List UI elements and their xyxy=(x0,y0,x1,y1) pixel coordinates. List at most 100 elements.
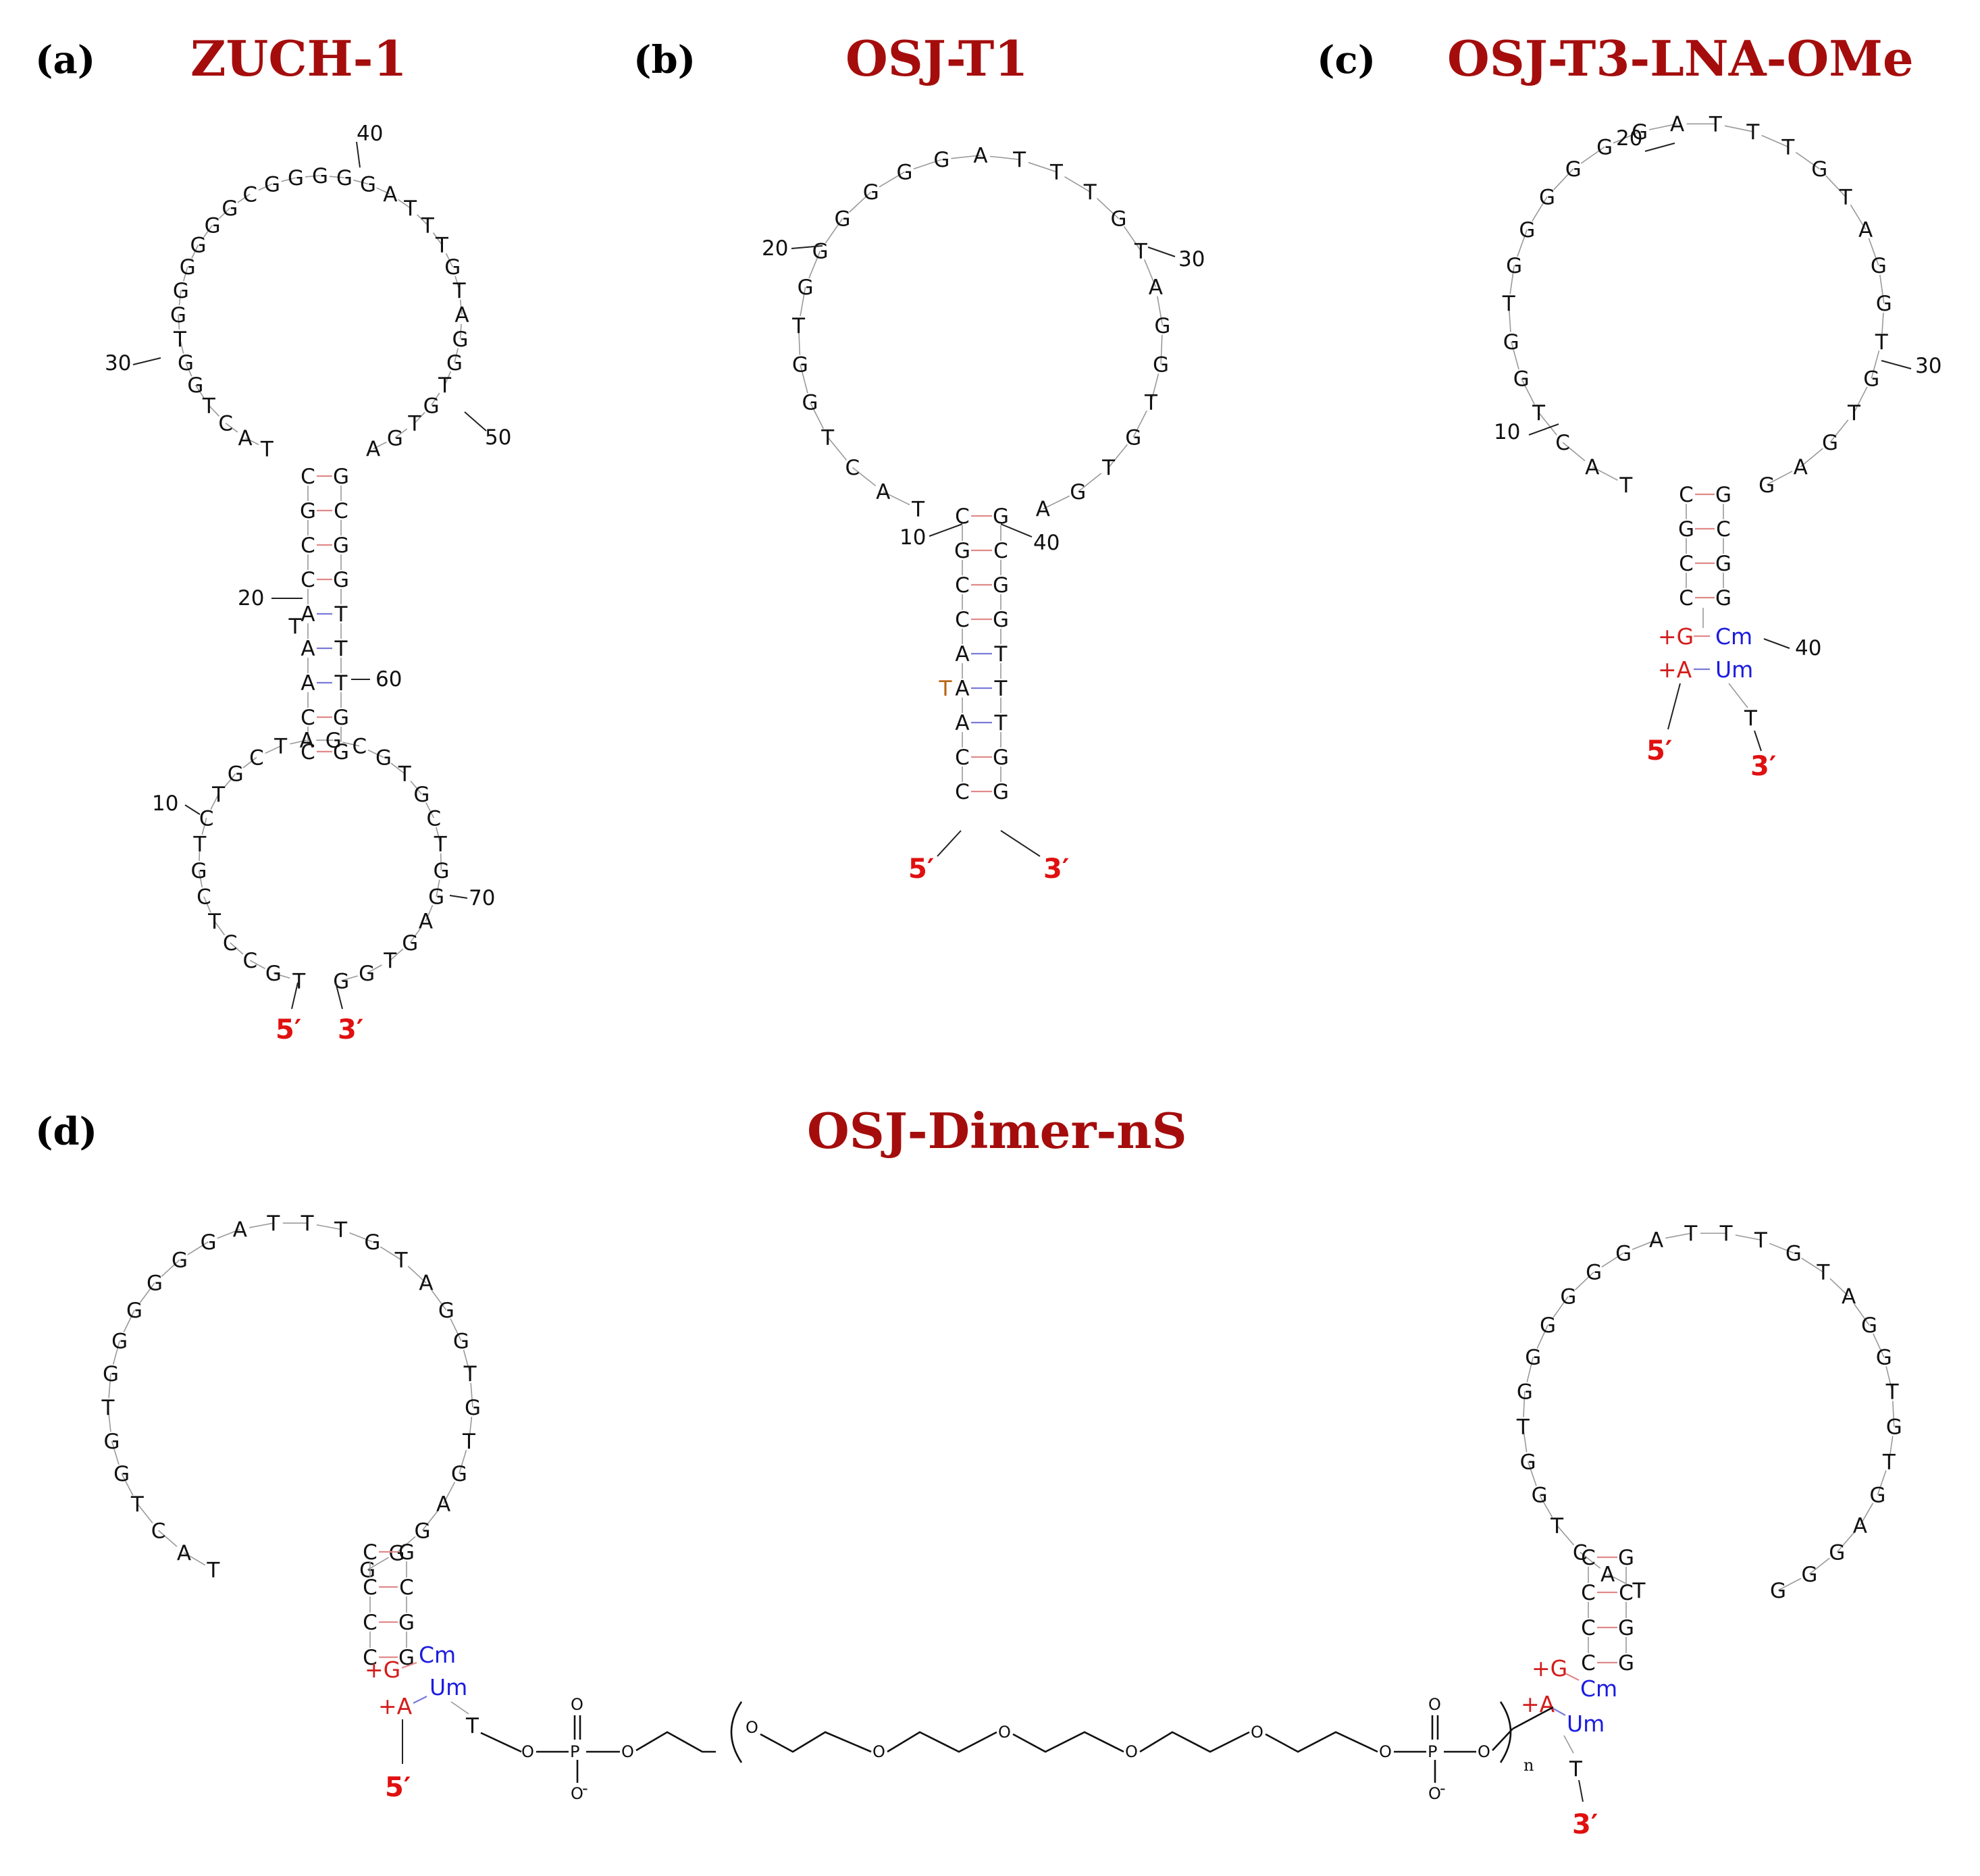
backbone-segment xyxy=(468,1407,473,1442)
backbone-segment xyxy=(1524,1357,1534,1392)
c-pair-left: C xyxy=(1679,586,1694,610)
backbone-segment xyxy=(430,384,446,406)
c-base: G xyxy=(1863,367,1879,391)
backbone-segment xyxy=(1788,146,1820,170)
b-pair-left: C xyxy=(955,780,970,804)
backbone-segment xyxy=(1511,341,1522,379)
backbone-segment xyxy=(366,960,391,974)
b-pair-right: G xyxy=(993,608,1009,632)
c-pair-left: G xyxy=(1678,517,1694,542)
a-pair-right: T xyxy=(334,602,348,627)
d-left-base: A xyxy=(419,1272,433,1296)
d-left-base: G xyxy=(359,1559,375,1583)
backbone-segment xyxy=(198,843,201,870)
b-base: G xyxy=(792,353,808,377)
backbone-segment xyxy=(1859,1494,1879,1526)
backbone-segment xyxy=(404,773,423,795)
backbone-segment xyxy=(1865,229,1879,266)
c-pair-right: G xyxy=(1715,483,1731,507)
backbone-segment xyxy=(459,314,463,339)
backbone-segment xyxy=(421,1503,444,1531)
backbone-segment xyxy=(469,1373,473,1408)
b-pair-right: G xyxy=(993,746,1009,770)
backbone-segment xyxy=(1573,146,1605,170)
b-base: T xyxy=(1144,391,1158,415)
a-top-base: G xyxy=(173,279,189,303)
b-base: T xyxy=(820,425,835,450)
panel-b-title: OSJ-T1 xyxy=(845,30,1028,87)
b-base: T xyxy=(1049,161,1064,185)
backbone-segment xyxy=(461,1340,471,1374)
d-right-base: G xyxy=(1532,1484,1548,1508)
backbone-segment xyxy=(1556,1525,1581,1553)
backbone-segment xyxy=(280,739,307,747)
linker-o-minus1: O xyxy=(571,1784,583,1803)
backbone-segment xyxy=(271,177,296,185)
backbone-segment xyxy=(359,745,384,758)
backbone-segment xyxy=(344,177,369,185)
c-pair-right: C xyxy=(1716,517,1731,542)
d-right-base: G xyxy=(1525,1346,1541,1370)
backbone-segment xyxy=(136,1503,159,1531)
c-base: C xyxy=(1555,431,1570,455)
b-base: G xyxy=(812,239,829,263)
backbone-segment xyxy=(225,423,246,438)
backbone-segment xyxy=(158,1530,185,1553)
a-bottom-base: G xyxy=(228,762,244,787)
b-base: G xyxy=(1070,480,1086,504)
backbone-segment xyxy=(1878,265,1885,304)
d-right-pair-right: C xyxy=(1619,1581,1634,1605)
c-base: A xyxy=(1858,218,1873,242)
c-base: G xyxy=(1565,157,1582,182)
linker-minus2: - xyxy=(1440,1779,1446,1798)
panel-d-left-five-prime: 5′ xyxy=(385,1772,411,1803)
backbone-segment xyxy=(1656,1232,1692,1241)
linker-o-minus2: O xyxy=(1428,1784,1441,1803)
panel-c-ome-u: Um xyxy=(1715,656,1753,683)
a-pair-right: G xyxy=(333,465,349,489)
b-base: G xyxy=(835,207,851,232)
d-right-pair-right: G xyxy=(1618,1651,1634,1675)
c-base: G xyxy=(1519,218,1535,242)
a-pair-left: C xyxy=(301,568,315,592)
linker-repeat-n: n xyxy=(1523,1756,1534,1775)
a-top-base: T xyxy=(407,412,421,436)
a-top-base: T xyxy=(173,328,187,352)
a-pair-left: C xyxy=(301,740,315,764)
a-top-base: T xyxy=(421,213,435,238)
backbone-segment xyxy=(421,793,435,818)
panel-c-terminal-t: T xyxy=(1744,706,1758,731)
panel-d-label: (d) xyxy=(35,1110,97,1154)
d-right-base: G xyxy=(1517,1380,1533,1404)
c-base: T xyxy=(1619,473,1633,498)
a-bulge-base: T xyxy=(288,615,303,639)
a-top-base: G xyxy=(452,328,469,352)
backbone-segment xyxy=(203,896,215,922)
d-left-base: G xyxy=(103,1430,120,1454)
backbone-segment xyxy=(425,1282,447,1311)
a-top-base: G xyxy=(360,172,376,197)
backbone-segment xyxy=(440,843,442,870)
backbone-segment xyxy=(154,1259,180,1284)
d-right-base: G xyxy=(1886,1415,1902,1440)
b-base: T xyxy=(1012,148,1026,172)
d-left-base: G xyxy=(389,1541,405,1565)
backbone-segment xyxy=(798,325,801,365)
d-left-pair-right: G xyxy=(398,1540,415,1565)
a-top-base: G xyxy=(387,426,403,450)
d-left-base: G xyxy=(414,1519,430,1543)
backbone-segment xyxy=(208,1228,240,1243)
a-top-base: G xyxy=(312,164,328,188)
backbone-segment xyxy=(235,756,257,775)
b-base: T xyxy=(791,314,806,338)
c-base: G xyxy=(1811,157,1827,182)
d-right-base: G xyxy=(1540,1313,1556,1338)
backbone-segment xyxy=(1877,1461,1890,1495)
backbone-segment xyxy=(414,405,432,424)
backbone-segment xyxy=(1883,1357,1893,1392)
a-bottom-base: T xyxy=(192,832,207,856)
d-right-base: G xyxy=(1869,1484,1885,1508)
backbone-segment xyxy=(390,193,411,209)
b-pair-left: A xyxy=(955,711,969,735)
